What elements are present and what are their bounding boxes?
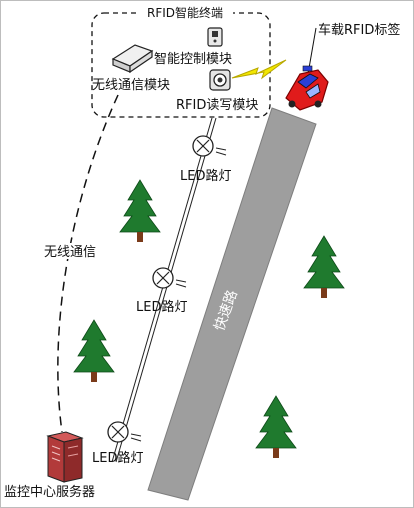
led-lamp-icon-3 xyxy=(107,421,142,443)
monitor-server-label: 监控中心服务器 xyxy=(4,484,95,500)
led-lamp-label-3: LED路灯 xyxy=(92,450,143,466)
car-icon xyxy=(285,65,329,111)
tree-icon-3 xyxy=(73,319,115,382)
led-lamp-label-2: LED路灯 xyxy=(136,299,187,315)
rfid-reader-label: RFID读写模块 xyxy=(176,98,258,113)
vehicle-tag-label: 车载RFID标签 xyxy=(318,22,400,38)
rfid-terminal-label: RFID智能终端 xyxy=(147,5,223,20)
wireless-module-icon xyxy=(111,44,154,74)
smart-control-label: 智能控制模块 xyxy=(154,52,232,67)
rfid-tag-chip xyxy=(302,65,313,72)
wireless-link-curve xyxy=(57,94,119,433)
tree-icon-2 xyxy=(303,235,345,298)
wireless-module-label: 无线通信模块 xyxy=(92,78,170,93)
rfid-reader-icon xyxy=(209,69,231,91)
wireless-comm-label: 无线通信 xyxy=(44,245,96,260)
led-lamp-label-1: LED路灯 xyxy=(180,168,231,184)
tree-icon-1 xyxy=(119,179,161,242)
expressway-road xyxy=(147,107,317,501)
led-lamp-icon-2 xyxy=(152,267,187,289)
tree-icon-4 xyxy=(255,395,297,458)
terminal-title-bg xyxy=(137,4,233,20)
lamp-cable-b xyxy=(115,117,217,463)
smart-control-module-icon xyxy=(207,27,223,47)
led-lamp-icon-1 xyxy=(192,135,227,157)
wireless-signal-bolt xyxy=(231,59,287,80)
server-icon xyxy=(46,431,84,483)
wireless-comm-label-bg xyxy=(38,243,114,259)
lamp-cable-a xyxy=(111,117,213,463)
